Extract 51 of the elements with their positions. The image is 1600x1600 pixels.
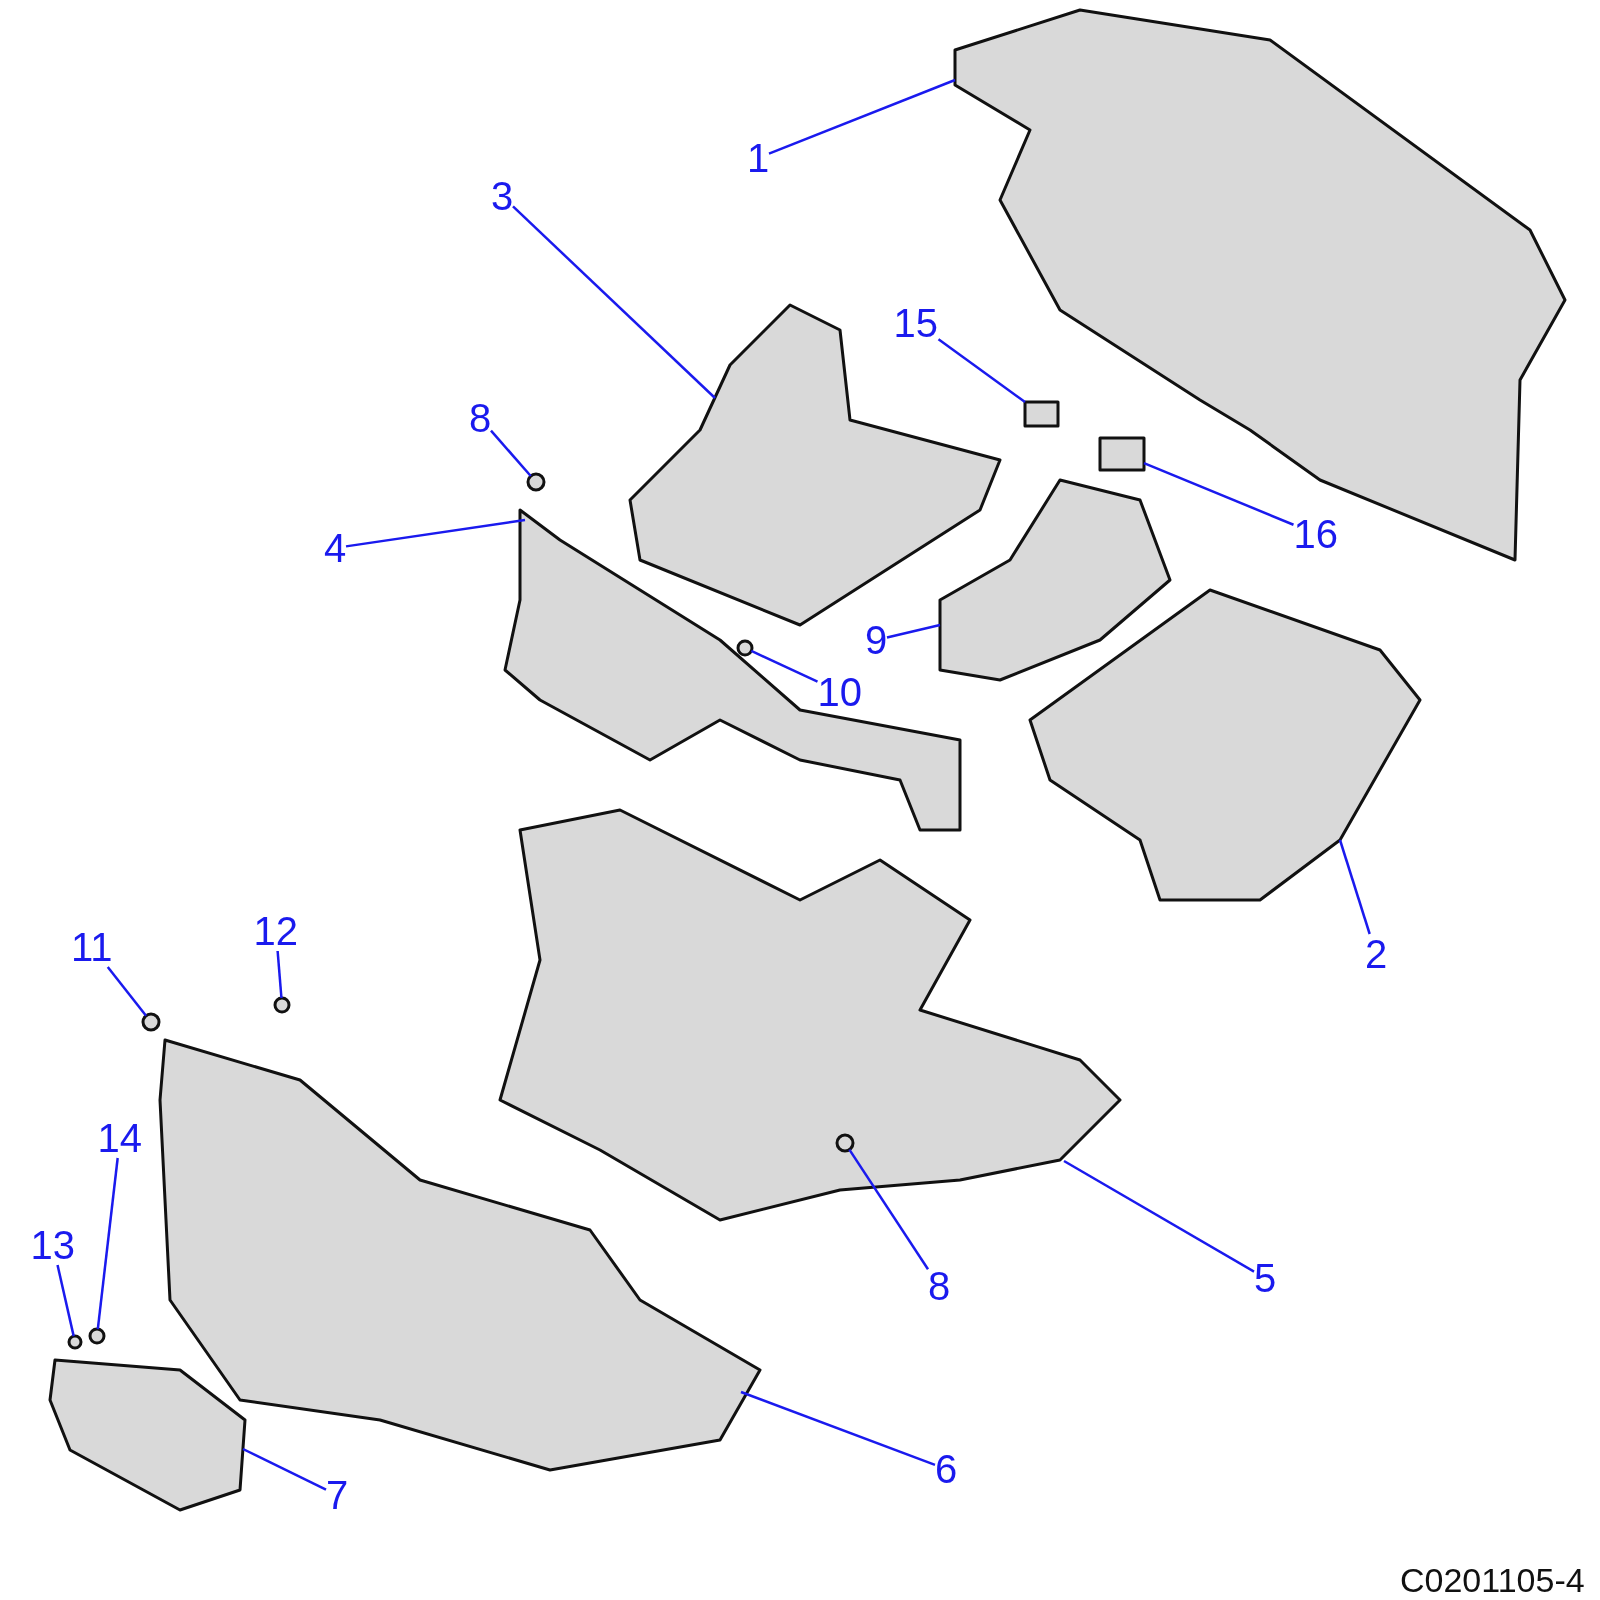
- leader-line: [242, 1447, 327, 1491]
- console-cover: [938, 478, 1172, 682]
- dash-panel: [158, 1038, 762, 1472]
- rivet: [736, 639, 754, 657]
- floor-pan: [498, 808, 1122, 1222]
- leader-line: [886, 623, 941, 639]
- leader-line: [768, 78, 956, 155]
- fastener: [141, 1012, 161, 1032]
- callout-number: 5: [1254, 1258, 1277, 1298]
- callout-number: 3: [491, 176, 514, 216]
- callout-number: 9: [865, 620, 888, 660]
- leader-line: [276, 950, 283, 999]
- cover-plate: [48, 1358, 247, 1512]
- body-panel: [953, 8, 1567, 562]
- leader-line: [96, 1157, 119, 1330]
- leader-line: [1143, 461, 1294, 526]
- callout-number: 12: [253, 911, 298, 951]
- callout-number: 10: [817, 672, 862, 712]
- leader-line: [490, 429, 532, 477]
- clip: [1098, 436, 1146, 472]
- callout-number: 16: [1293, 514, 1338, 554]
- callout-number: 15: [893, 303, 938, 343]
- leader-line: [512, 205, 716, 399]
- callout-number: 4: [324, 528, 347, 568]
- bracket: [503, 508, 962, 832]
- leader-line: [740, 1390, 936, 1467]
- leader-line: [1063, 1159, 1255, 1273]
- leader-line: [106, 966, 148, 1017]
- screw: [273, 996, 291, 1014]
- nut: [67, 1334, 83, 1350]
- callout-number: 8: [928, 1266, 951, 1306]
- callout-number: 8: [469, 398, 492, 438]
- leader-line: [1338, 839, 1371, 935]
- leader-line: [56, 1264, 75, 1337]
- nut: [88, 1327, 106, 1345]
- leader-line: [937, 338, 1026, 404]
- leader-line: [345, 518, 526, 548]
- callout-number: 1: [747, 138, 770, 178]
- callout-number: 6: [935, 1449, 958, 1489]
- callout-number: 2: [1365, 934, 1388, 974]
- callout-number: 14: [97, 1118, 142, 1158]
- callout-number: 7: [326, 1475, 349, 1515]
- leader-line: [848, 1149, 930, 1270]
- fastener: [526, 472, 546, 492]
- clip: [1023, 400, 1060, 428]
- storage-tray: [1028, 588, 1422, 902]
- floor-panel: [628, 303, 1002, 627]
- callout-number: 11: [71, 927, 113, 967]
- leader-line: [750, 649, 819, 683]
- callout-number: 13: [30, 1225, 75, 1265]
- drawing-number: C0201105-4: [1400, 1562, 1585, 1598]
